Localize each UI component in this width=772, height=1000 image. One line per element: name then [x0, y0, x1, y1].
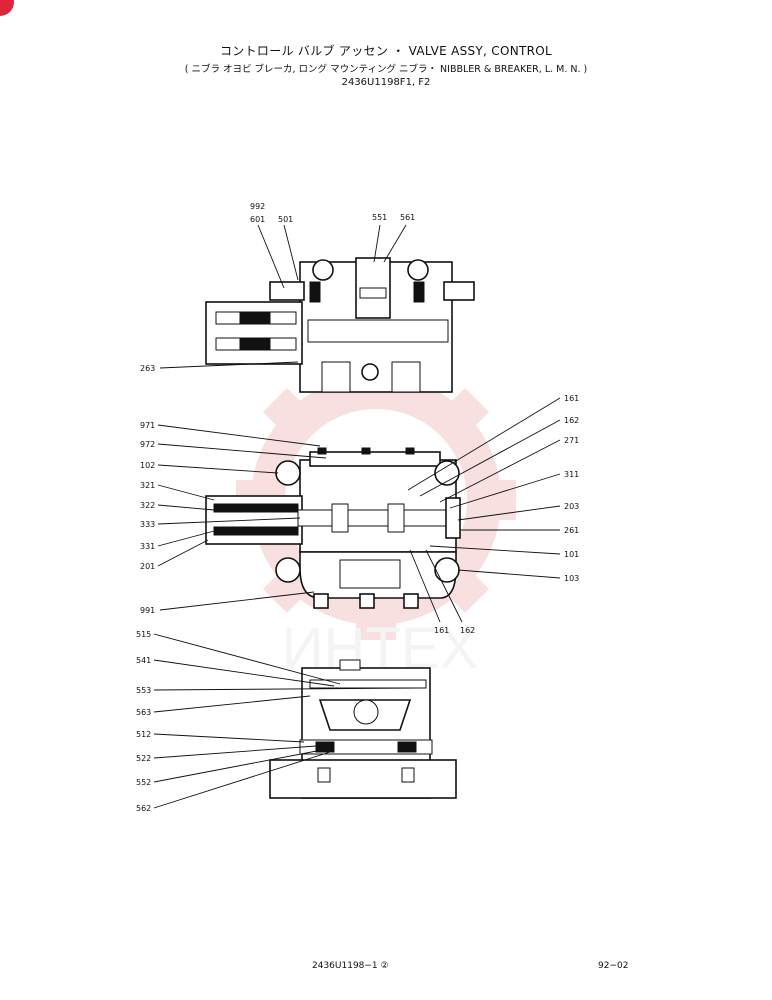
page-title: コントロール バルブ アッセン ・ VALVE ASSY, CONTROL [220, 44, 552, 58]
bottom-view-drawing [269, 659, 457, 799]
middle-view-drawing [205, 447, 461, 609]
footer-page-number: 92−02 [598, 961, 629, 971]
label-103: 103 [564, 574, 579, 583]
label-161-bottom: 161 [434, 626, 449, 635]
page-subtitle: ( ニブラ オヨビ ブレーカ, ロング マウンティング ニブラ・ NIBBLER… [184, 64, 588, 75]
part-labels: 992 601 501 551 561 263 971 972 102 321 … [136, 202, 579, 813]
label-562: 562 [136, 804, 151, 813]
label-992: 992 [250, 202, 265, 211]
label-162: 162 [564, 416, 579, 425]
label-162-bottom: 162 [460, 626, 475, 635]
label-561: 561 [400, 213, 415, 222]
label-333: 333 [140, 520, 155, 529]
middle-view-spool [297, 509, 459, 527]
label-331: 331 [140, 542, 155, 551]
label-161: 161 [564, 394, 579, 403]
label-203: 203 [564, 502, 579, 511]
label-522: 522 [136, 754, 151, 763]
drawing-number: 2436U1198F1, F2 [341, 77, 431, 88]
label-321: 321 [140, 481, 155, 490]
label-551: 551 [372, 213, 387, 222]
label-311: 311 [564, 470, 579, 479]
label-102: 102 [140, 461, 155, 470]
label-601: 601 [250, 215, 265, 224]
label-553: 553 [136, 686, 151, 695]
bottom-view-base [269, 759, 457, 799]
label-501: 501 [278, 215, 293, 224]
middle-view-body [299, 459, 457, 553]
label-541: 541 [136, 656, 151, 665]
label-512: 512 [136, 730, 151, 739]
label-563: 563 [136, 708, 151, 717]
top-view-end-cap [205, 301, 303, 365]
label-271: 271 [564, 436, 579, 445]
footer-drawing-code: 2436U1198−1 ② [312, 961, 389, 971]
label-552: 552 [136, 778, 151, 787]
label-515: 515 [136, 630, 151, 639]
leader-lines [153, 224, 561, 809]
label-991: 991 [140, 606, 155, 615]
label-971: 971 [140, 421, 155, 430]
label-261: 261 [564, 526, 579, 535]
label-972: 972 [140, 440, 155, 449]
label-263: 263 [140, 364, 155, 373]
label-201: 201 [140, 562, 155, 571]
top-view-drawing [205, 257, 475, 393]
label-322: 322 [140, 501, 155, 510]
label-101: 101 [564, 550, 579, 559]
